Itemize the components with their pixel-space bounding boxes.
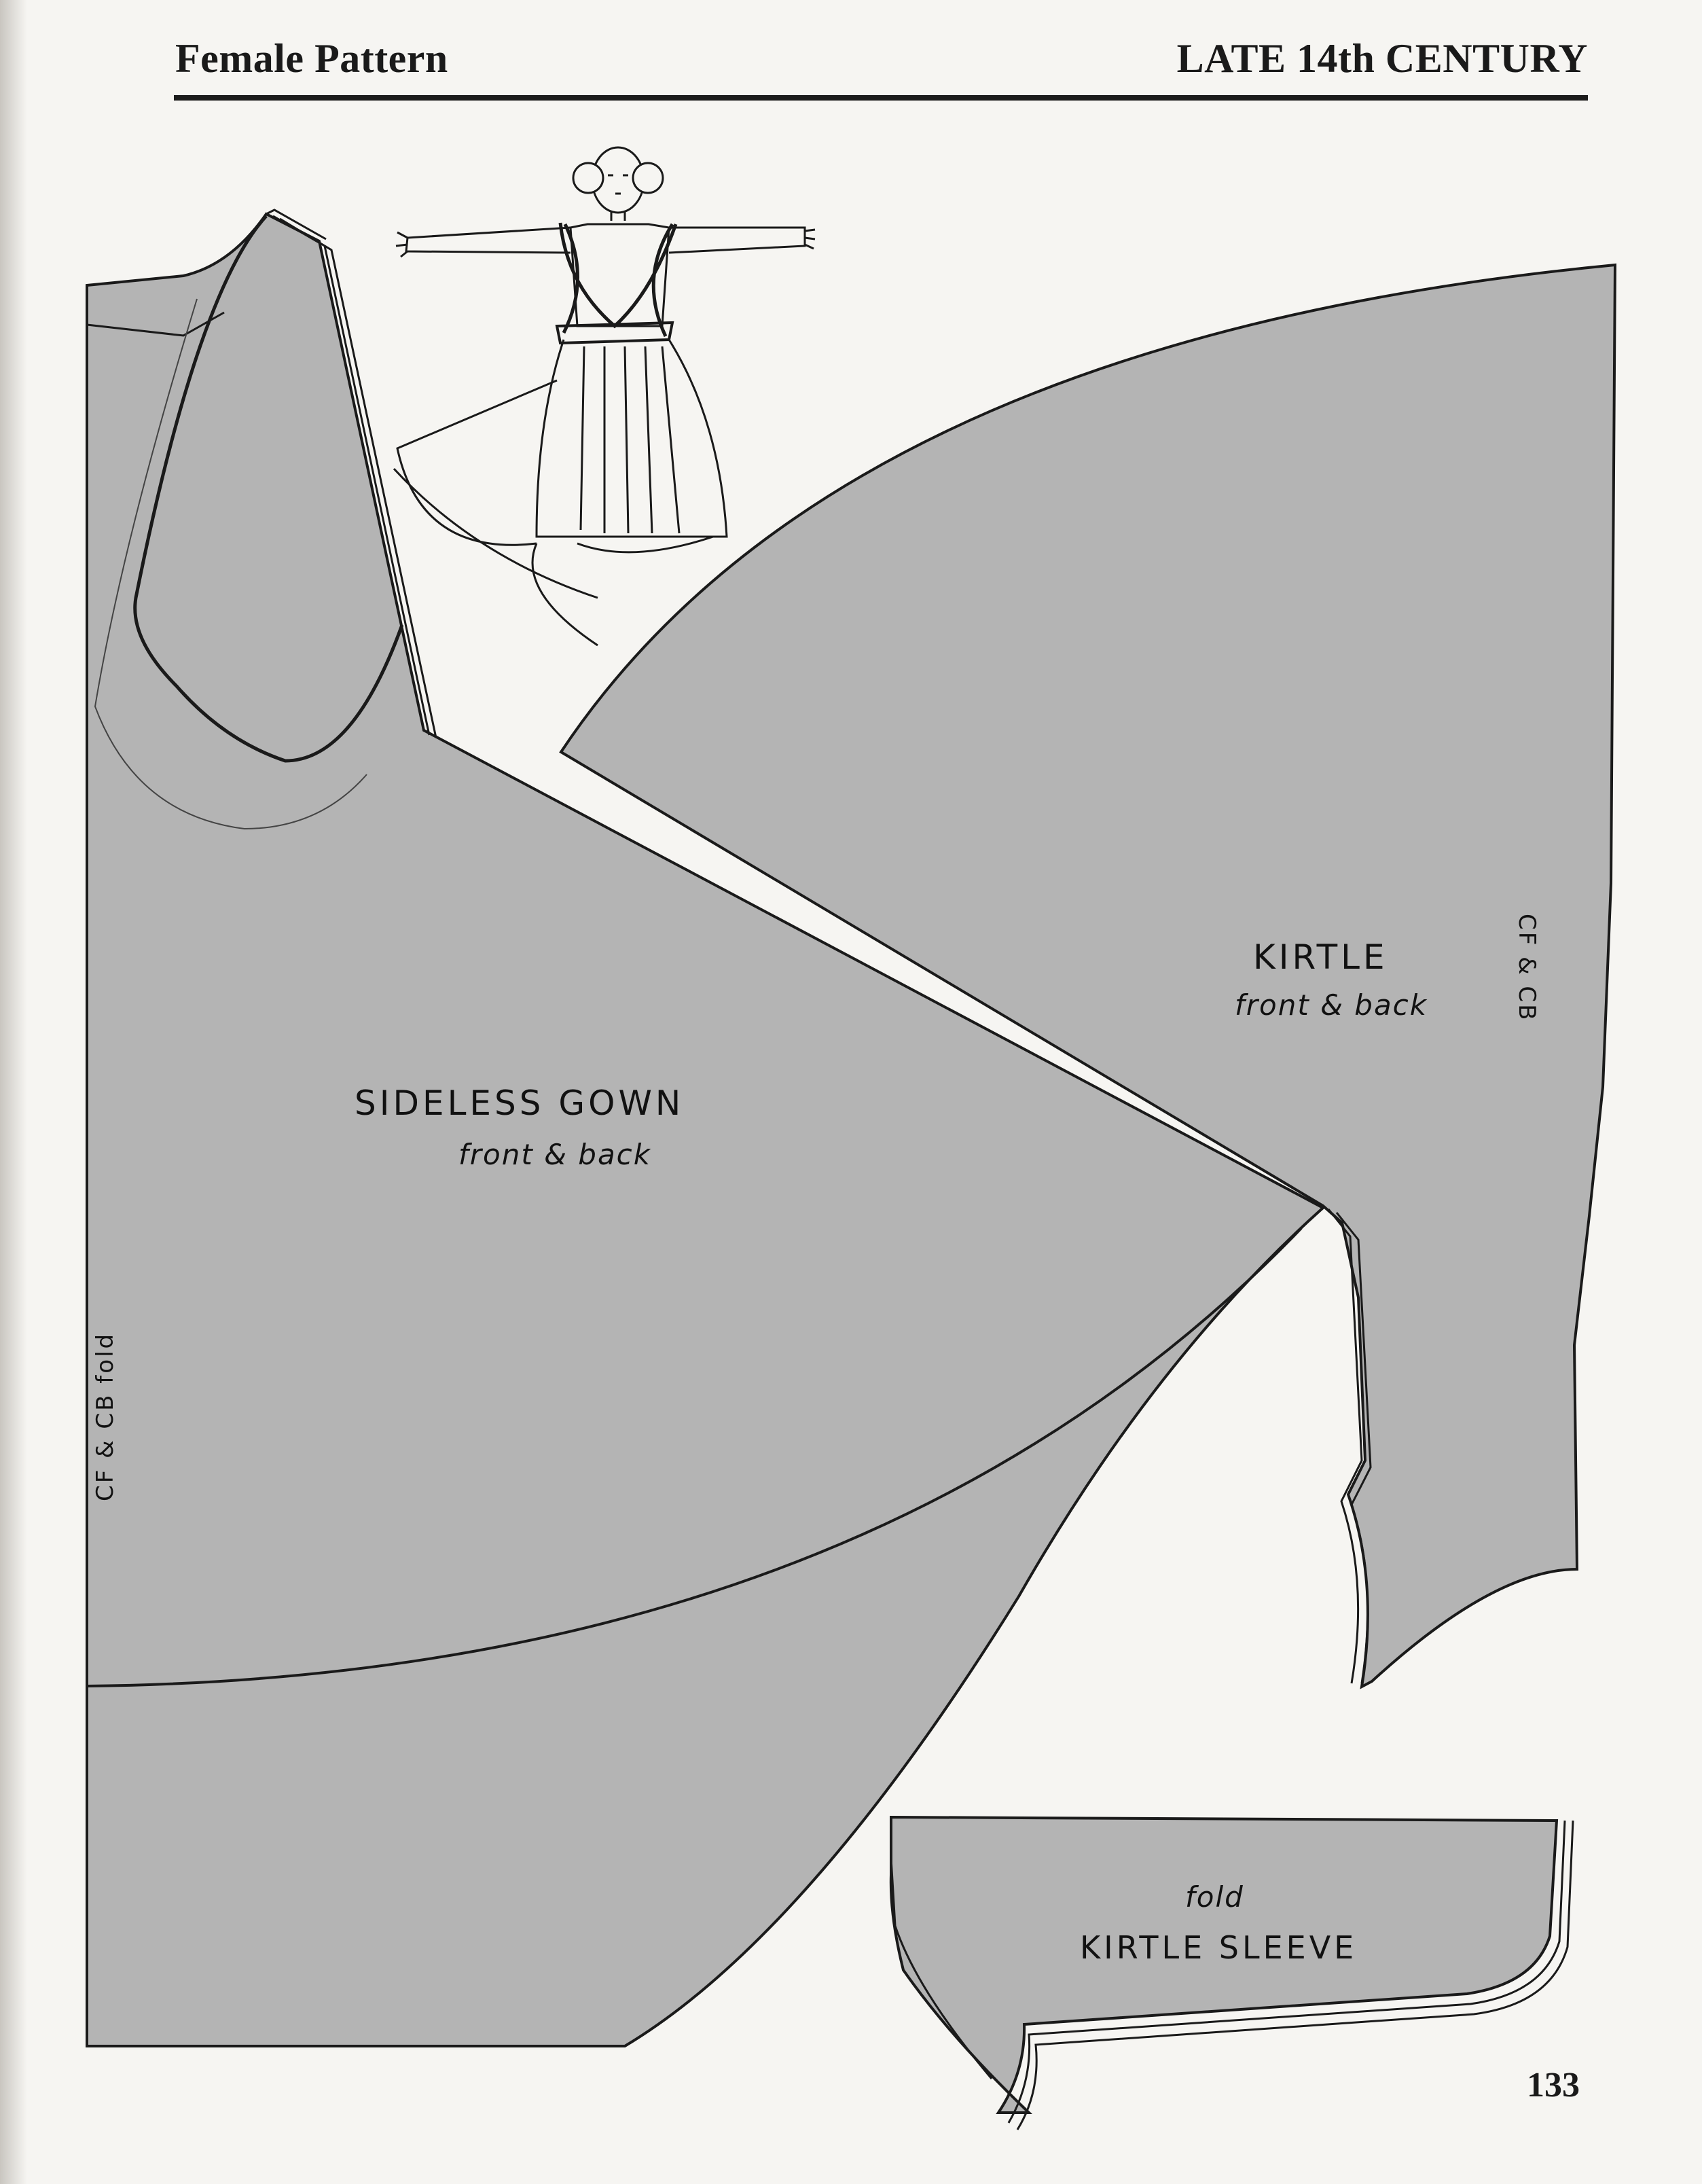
sideless-gown-title: SIDELESS GOWN	[355, 1084, 685, 1123]
figure-skirt-folds	[579, 346, 681, 534]
figure-hands	[395, 228, 816, 258]
kirtle-title: KIRTLE	[1253, 937, 1388, 977]
kirtle-piece	[559, 263, 1617, 1689]
kirtle-seam-lines	[1327, 1209, 1372, 1684]
figure-neck	[610, 212, 626, 221]
costume-figure-sketch	[393, 146, 816, 647]
figure-hair-left	[572, 162, 604, 194]
kirtle-subtitle: front & back	[1235, 988, 1428, 1022]
kirtle-sleeve-seam-lines	[890, 1820, 1574, 2130]
header-rule	[174, 95, 1588, 101]
kirtle-sleeve-title: KIRTLE SLEEVE	[1080, 1929, 1358, 1966]
gown-armhole-line	[133, 215, 404, 763]
header-period-title: LATE 14th CENTURY	[1176, 36, 1588, 81]
figure-arms	[405, 226, 806, 254]
figure-skirt	[535, 339, 728, 538]
kirtle-sleeve-fold-label: fold	[1185, 1880, 1244, 1914]
kirtle-sleeve-piece	[889, 1815, 1559, 2114]
kirtle-cf-cb-label: CF & CB	[1513, 914, 1540, 1022]
figure-hem	[577, 535, 714, 554]
sideless-gown-subtitle: front & back	[458, 1138, 652, 1171]
figure-hair-right	[632, 162, 664, 194]
gown-hem-curve	[86, 1227, 1303, 1687]
gown-neck-line	[86, 311, 225, 337]
page-number: 133	[1527, 2066, 1580, 2105]
header-section-title: Female Pattern	[175, 36, 448, 81]
gown-fold-edge-label: CF & CB fold	[92, 1331, 119, 1501]
gown-facing-line	[94, 298, 367, 830]
figure-train	[393, 379, 598, 647]
figure-face	[608, 174, 628, 195]
gown-strap-seam-lines	[266, 209, 437, 738]
page-edge-shadow	[0, 0, 27, 2184]
